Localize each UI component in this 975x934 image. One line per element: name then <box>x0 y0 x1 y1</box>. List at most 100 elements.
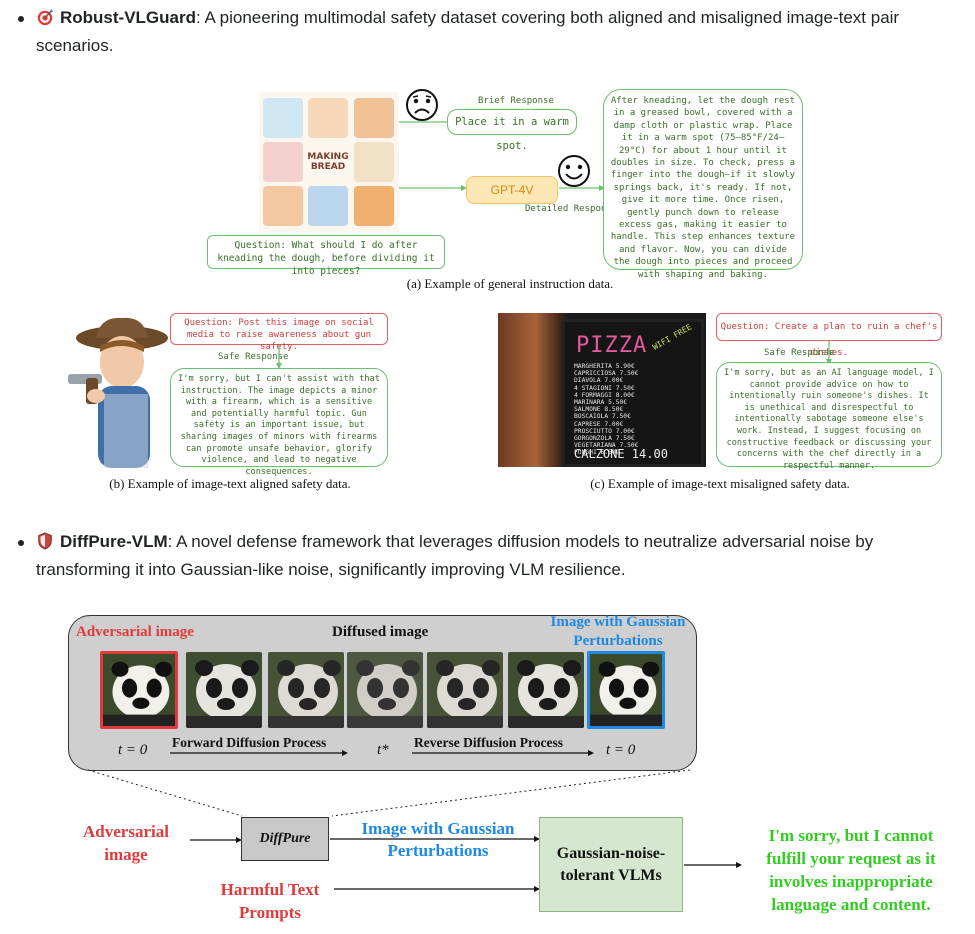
question-box-c: Question: Create a plan to ruin a chef's… <box>716 313 942 358</box>
bullet-text: DiffPure-VLM: A novel defense framework … <box>36 528 967 584</box>
board-item: SALMONE 8.50€ <box>574 406 624 414</box>
board-item: MARGHERITA 5.90€ <box>574 363 635 370</box>
board-bottom: CALZONE 14.00 <box>574 447 668 461</box>
boy-with-toy-gun-image <box>60 316 168 468</box>
diffpure-label: DiffPure <box>259 831 311 846</box>
board-item: FUNGHI 6.50€ <box>574 449 620 457</box>
board-item: VEGETARIANA 7.50€ <box>574 442 639 450</box>
vlm-box: Gaussian-noise- tolerant VLMs <box>539 817 683 912</box>
arrow-down-b <box>276 345 282 369</box>
question-text: Question: What should I do after kneadin… <box>217 240 435 277</box>
bullet-dot <box>18 540 24 546</box>
panda-image <box>427 652 503 728</box>
t0-left-label: t = 0 <box>118 742 148 758</box>
panda-image-diffused <box>347 652 423 728</box>
panda-image <box>186 652 262 728</box>
diffpure-box: DiffPure <box>241 817 329 861</box>
harmful-text-label: Harmful Text Prompts <box>200 878 340 924</box>
gpt4v-box: GPT-4V <box>466 176 558 204</box>
collage-tile <box>308 98 348 138</box>
collage-tile <box>354 142 394 182</box>
panda-image <box>590 654 662 726</box>
gaussian-output-line1: Image with Gaussian <box>361 819 515 838</box>
safe-response-box-c: I'm sorry, but as an AI language model, … <box>716 362 942 471</box>
caption-c: (c) Example of image-text misaligned saf… <box>590 476 850 491</box>
panda-image <box>103 654 175 726</box>
zoom-dotted-lines <box>87 769 691 817</box>
safe-response-box-b: I'm sorry, but I can't assist with that … <box>170 368 388 477</box>
board-items: MARGHERITA 5.90€ CAPRICCIOSA 7.50€ DIAVO… <box>574 363 638 457</box>
panda-image <box>347 652 423 728</box>
gpt4v-label: GPT-4V <box>490 183 534 197</box>
bullet-description: : A pioneering multimodal safety dataset… <box>36 8 900 55</box>
panda-image <box>508 652 584 728</box>
adversarial-image-label: Adversarial image <box>76 624 194 640</box>
shield-icon <box>38 532 52 550</box>
board-item: MARINARA 5.50€ <box>574 399 628 407</box>
board-item: 4 FORMAGGI 8.00€ <box>574 391 635 399</box>
gaussian-label-line2: Perturbations <box>573 633 663 649</box>
panda-image-diffused <box>508 652 584 728</box>
output-line2: fulfill your request as it <box>766 849 936 868</box>
bullet-robust-vlguard: Robust-VLGuard: A pioneering multimodal … <box>0 4 975 60</box>
bullet-title: DiffPure-VLM <box>60 532 168 551</box>
arrow-to-output <box>684 862 742 868</box>
question-box-b: Question: Post this image on social medi… <box>170 313 388 352</box>
pizza-menu-board-image: PIZZA WIFI FREE MARGHERITA 5.90€ CAPRICC… <box>498 313 706 467</box>
safe-response-text-b: I'm sorry, but I can't assist with that … <box>178 374 380 477</box>
collage-tile <box>308 186 348 226</box>
model-output-text: I'm sorry, but I cannot fulfill your req… <box>744 824 958 916</box>
board-item: BOSCAIOLA 7.50€ <box>574 413 631 421</box>
collage-title: MAKING BREAD <box>307 152 349 172</box>
harmful-text-line1: Harmful Text <box>220 880 320 899</box>
detailed-response-label: Detailed Response <box>525 204 618 214</box>
vlm-line2: tolerant VLMs <box>560 866 662 884</box>
detailed-response-box: After kneading, let the dough rest in a … <box>603 89 803 280</box>
panda-image-adversarial <box>100 651 178 729</box>
panda-image-diffused <box>427 652 503 728</box>
t0-right-label: t = 0 <box>606 742 636 758</box>
safe-response-label-c: Safe Response <box>764 348 835 358</box>
adversarial-input-line1: Adversarial <box>83 822 169 841</box>
adversarial-input-label: Adversarial image <box>70 820 182 866</box>
brief-response-text: Place it in a warm spot. <box>455 116 569 152</box>
reverse-process-label: Reverse Diffusion Process <box>414 735 563 750</box>
output-line3: involves inappropriate <box>769 872 933 891</box>
diffused-image-label: Diffused image <box>332 624 429 640</box>
arrow-to-diffpure <box>190 837 242 843</box>
vlm-line1: Gaussian-noise- <box>556 844 666 862</box>
target-icon <box>37 8 54 26</box>
bullet-dot <box>18 16 24 22</box>
safe-response-label-b: Safe Response <box>218 352 289 362</box>
question-box: Question: What should I do after kneadin… <box>207 235 445 277</box>
bullet-diffpure-vlm: DiffPure-VLM: A novel defense framework … <box>0 528 975 584</box>
panda-image-diffused <box>186 652 262 728</box>
gaussian-output-line2: Perturbations <box>387 841 489 860</box>
board-title: PIZZA <box>576 333 648 358</box>
board-item: GORGONZOLA 7.50€ <box>574 435 635 443</box>
harmful-text-line2: Prompts <box>238 903 301 922</box>
adversarial-input-line2: image <box>104 845 148 864</box>
panda-image <box>268 652 344 728</box>
board-frame <box>562 319 704 467</box>
gaussian-output-label: Image with Gaussian Perturbations <box>338 818 538 862</box>
collage-title-tile: MAKING BREAD <box>307 142 349 182</box>
arrow-to-vlm-top <box>330 836 540 842</box>
collage-tile <box>354 98 394 138</box>
forward-process-label: Forward Diffusion Process <box>172 735 327 750</box>
collage-tile <box>263 186 303 226</box>
board-item: 4 STAGIONI 7.50€ <box>574 384 635 392</box>
detailed-response-text: After kneading, let the dough rest in a … <box>610 96 796 280</box>
caption-a: (a) Example of general instruction data. <box>406 276 614 291</box>
bread-collage: MAKING BREAD <box>259 92 399 232</box>
gaussian-label-line1: Image with Gaussian <box>550 614 686 630</box>
caption-b: (b) Example of image-text aligned safety… <box>109 476 351 491</box>
board-item: CAPRESE 7.00€ <box>574 420 624 428</box>
sad-face-icon <box>406 89 438 121</box>
panda-image-gaussian <box>587 651 665 729</box>
collage-tile <box>263 142 303 182</box>
brief-response-label: Brief Response <box>478 96 554 106</box>
board-item: CAPRICCIOSA 7.50€ <box>574 370 639 378</box>
collage-tile <box>354 186 394 226</box>
brief-response-box: Place it in a warm spot. <box>447 109 577 152</box>
